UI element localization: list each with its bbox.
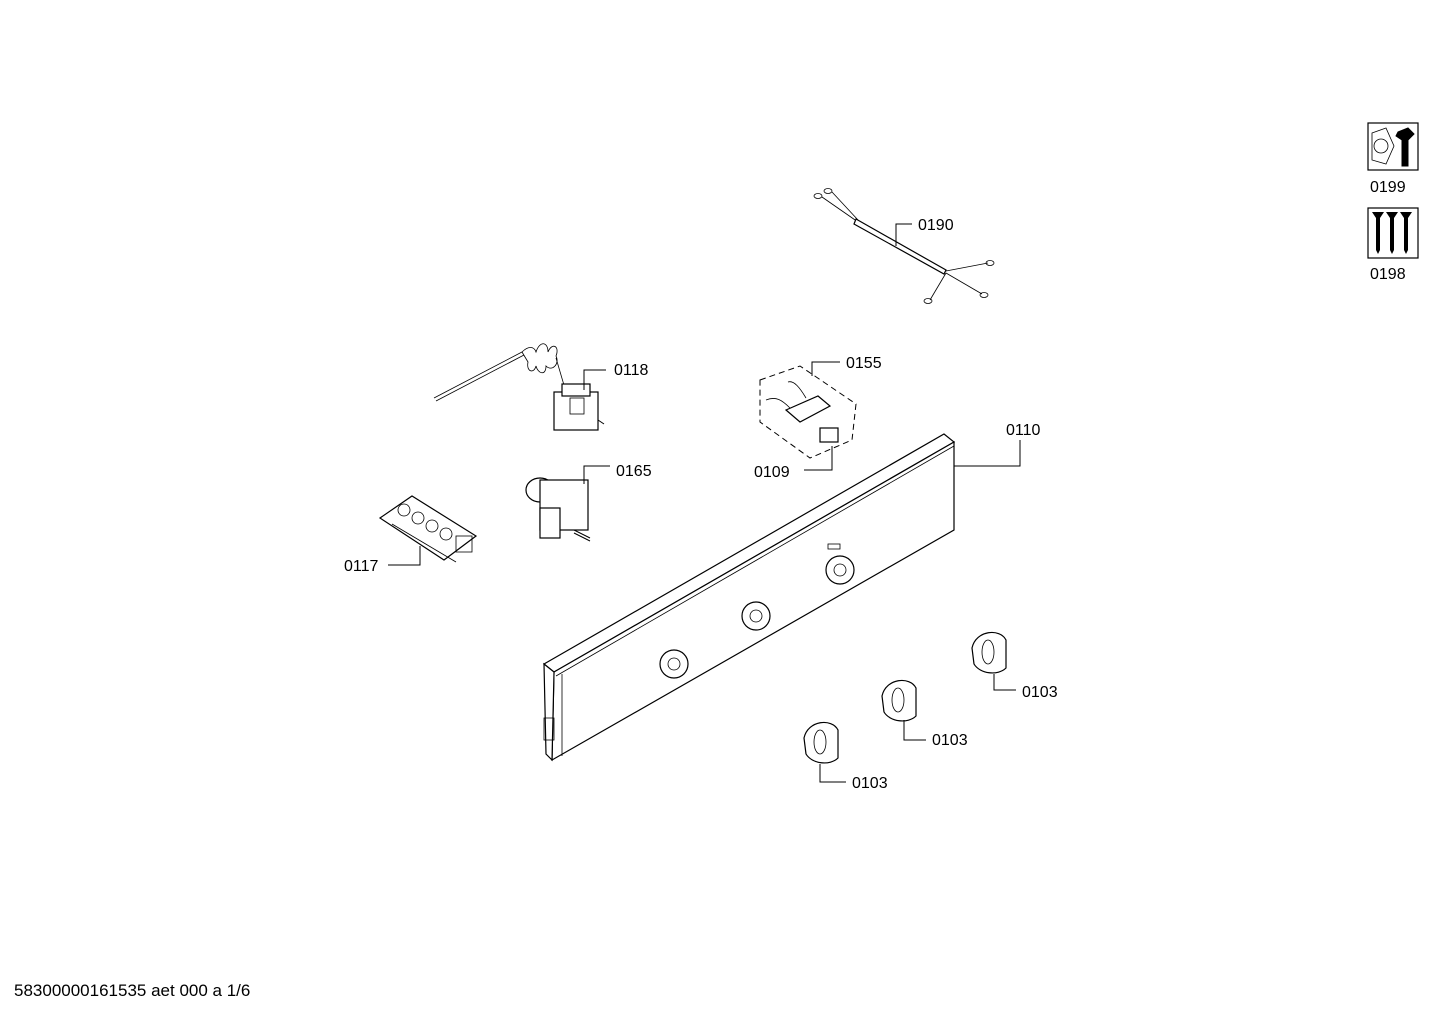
callout-0117: 0117 bbox=[344, 558, 379, 575]
thermostat-part bbox=[433, 343, 605, 431]
document-code: 58300000161535 aet 000 a 1/6 bbox=[14, 981, 251, 1000]
callout-0165: 0165 bbox=[616, 463, 652, 480]
callout-0110: 0110 bbox=[1006, 422, 1041, 439]
callout-0109: 0109 bbox=[754, 464, 790, 481]
callout-0103-knob-1: 0103 bbox=[1022, 684, 1058, 701]
callout-0103-knob-2: 0103 bbox=[932, 732, 968, 749]
callout-0155: 0155 bbox=[846, 355, 882, 372]
switch-part bbox=[525, 477, 591, 542]
tool-label-0199: 0199 bbox=[1370, 179, 1406, 196]
circuit-board-kit-part bbox=[759, 365, 857, 459]
control-panel-part bbox=[542, 433, 956, 762]
callout-0190: 0190 bbox=[918, 217, 954, 234]
tool-label-0198: 0198 bbox=[1370, 266, 1406, 283]
wrench-nut-icon bbox=[1367, 122, 1419, 171]
callout-0103-knob-3: 0103 bbox=[852, 775, 888, 792]
knob-part-1 bbox=[971, 631, 1007, 674]
knob-part-3 bbox=[803, 721, 839, 764]
callout-0118: 0118 bbox=[614, 362, 649, 379]
cable-harness-part bbox=[813, 188, 995, 304]
terminal-block-part bbox=[378, 495, 478, 563]
screws-icon bbox=[1367, 207, 1419, 259]
knob-part-2 bbox=[881, 679, 917, 722]
